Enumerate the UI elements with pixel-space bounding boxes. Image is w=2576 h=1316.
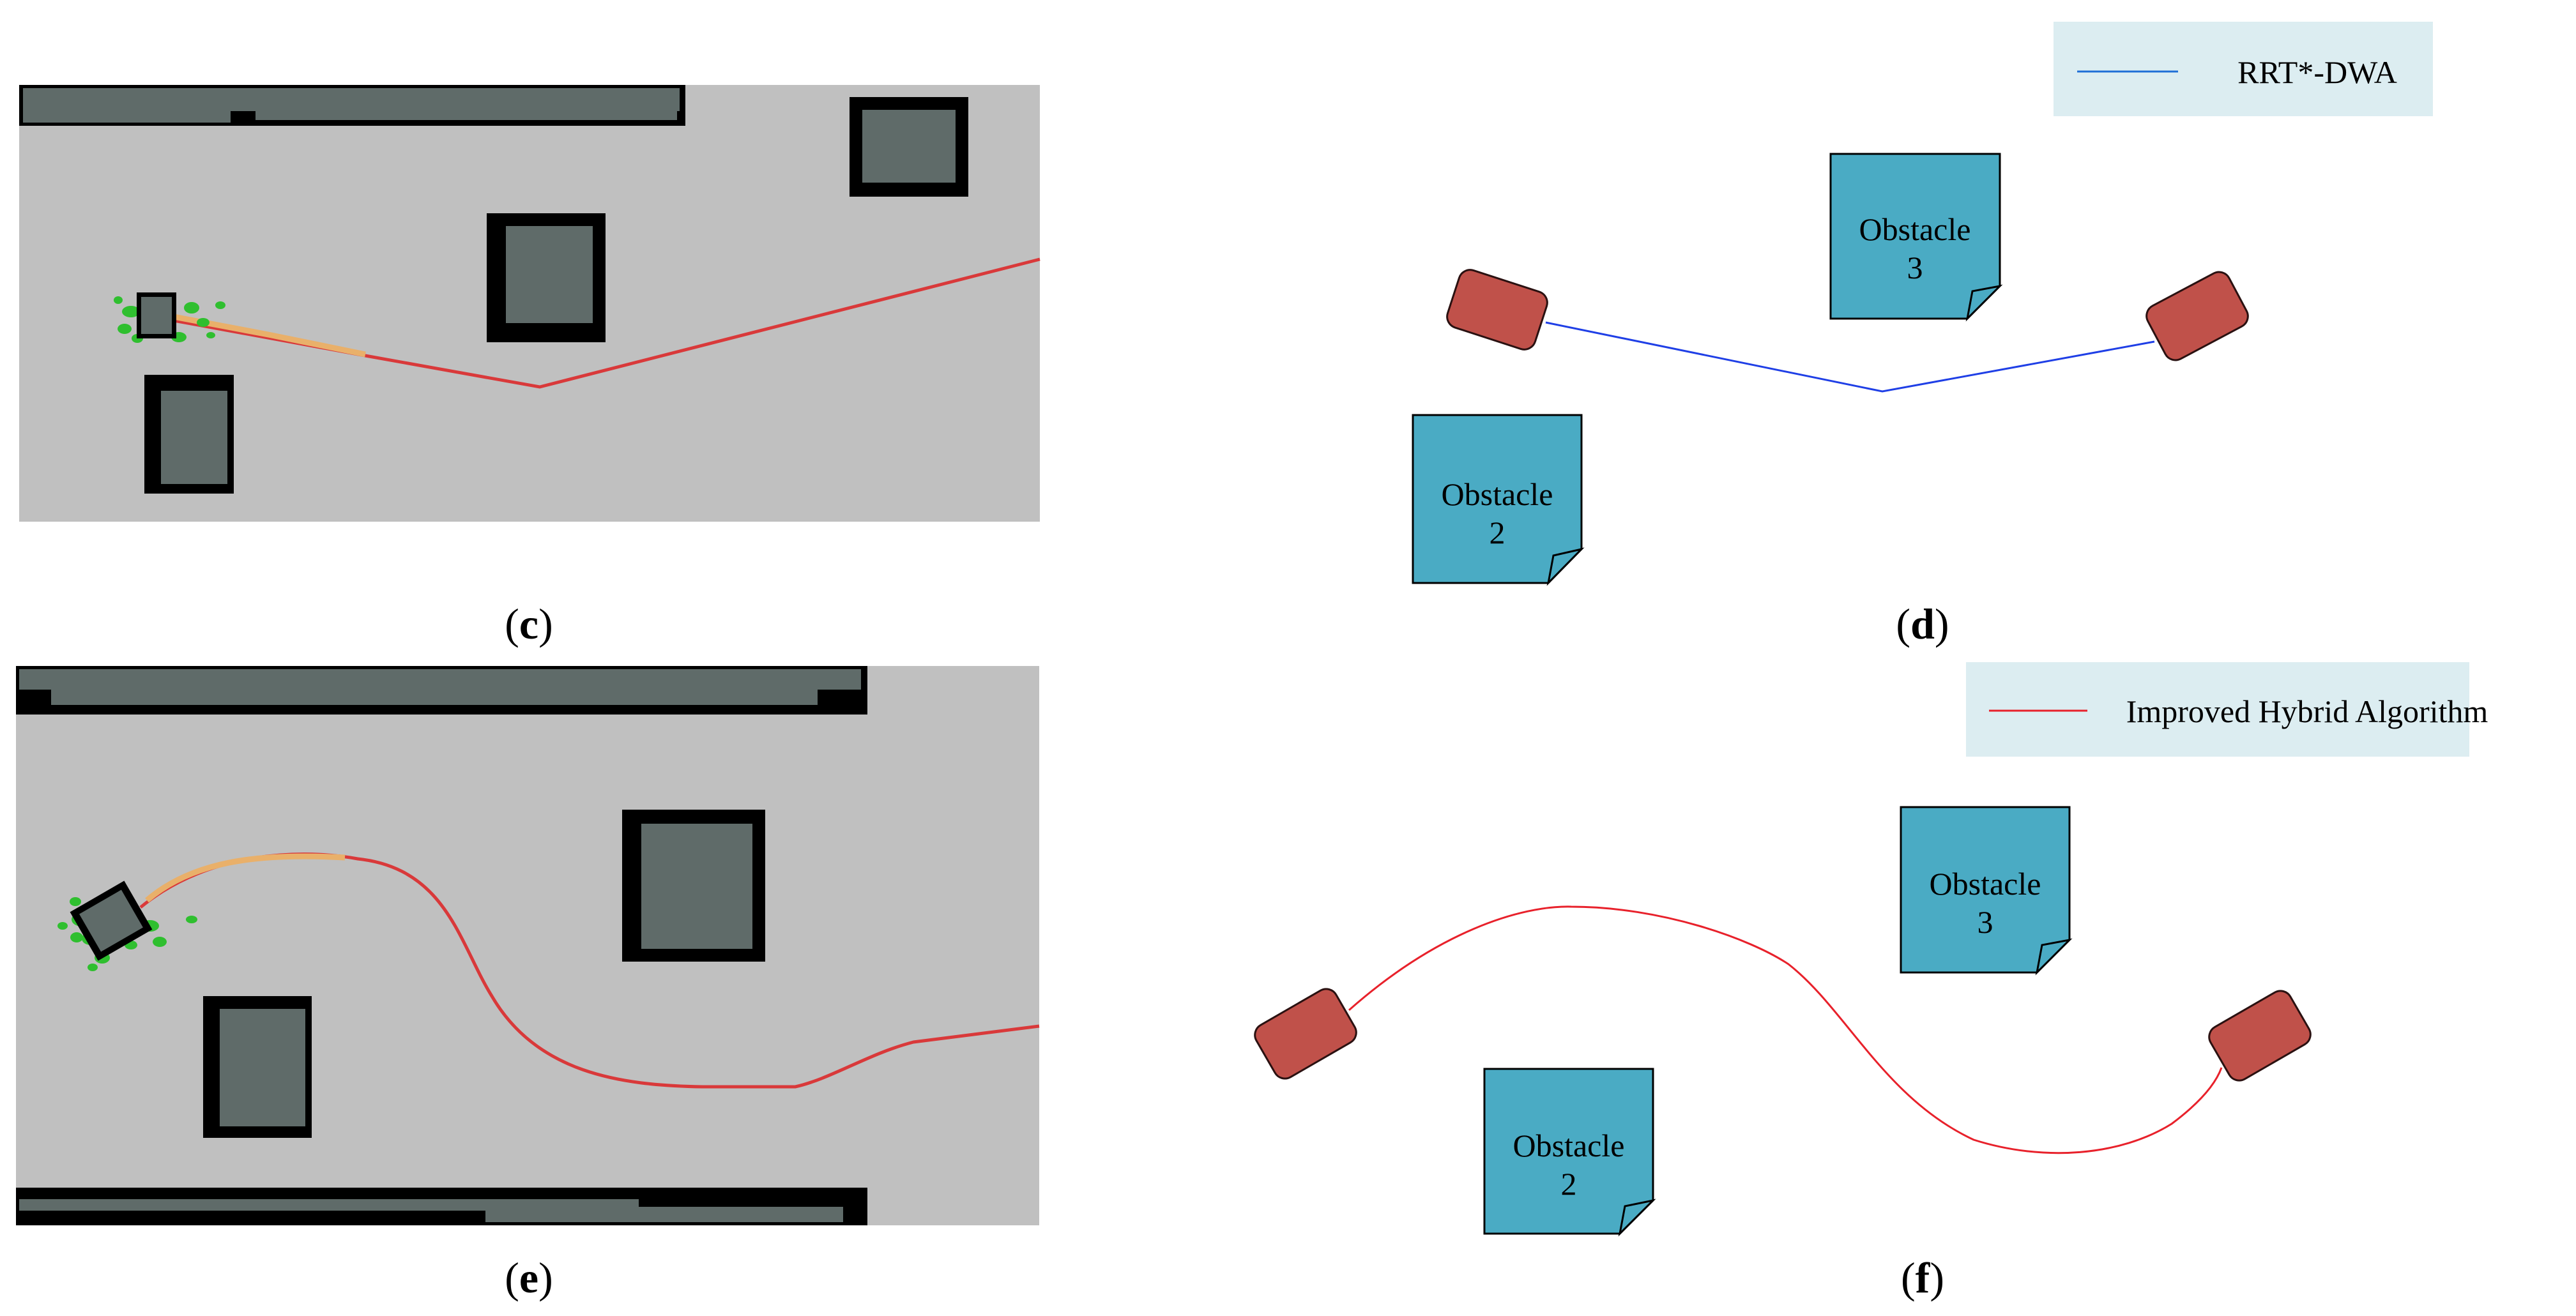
vehicle-start: [1446, 269, 1548, 351]
obstacle-3-number: 3: [1978, 904, 1993, 940]
obstacle-2-label: Obstacle: [1513, 1128, 1625, 1163]
map-wall-top: [19, 85, 685, 126]
map-obstacle: [850, 97, 968, 197]
map-obstacle: [622, 810, 765, 962]
caption-e-letter: e: [519, 1253, 538, 1302]
legend-box: [2054, 22, 2433, 116]
obstacle-2-label: Obstacle: [1442, 476, 1553, 512]
legend-label-rrt-dwa: RRT*-DWA: [2237, 54, 2397, 90]
legend-label-improved-hybrid: Improved Hybrid Algorithm: [2126, 693, 2488, 729]
obstacle-3-shape: Obstacle 3: [1900, 806, 2073, 976]
caption-d-letter: d: [1910, 600, 1935, 648]
panel-d-diagram: RRT*-DWA Obstacle 3 Obstacle 2: [1412, 22, 2433, 586]
map-obstacle: [487, 213, 606, 342]
vehicle-start: [1254, 988, 1357, 1080]
obstacle-3-label: Obstacle: [1859, 211, 1971, 247]
obstacle-3-number: 3: [1907, 250, 1923, 285]
panel-c-map: [19, 85, 1040, 522]
path-improved-hybrid: [1348, 905, 2223, 1154]
caption-d: (d): [1896, 600, 1949, 648]
obstacle-3-label: Obstacle: [1930, 866, 2041, 902]
vehicle-goal: [2208, 990, 2312, 1082]
vehicle-goal: [2145, 271, 2249, 361]
map-wall-top: [16, 666, 867, 715]
panel-e-map: [16, 666, 1040, 1225]
robot-marker: [70, 881, 153, 961]
caption-f-letter: f: [1916, 1253, 1931, 1302]
legend-d: RRT*-DWA: [2054, 22, 2433, 116]
map-global-path: [173, 257, 1040, 389]
path-rrt-dwa: [1545, 321, 2155, 393]
obstacle-2-shape: Obstacle 2: [1483, 1068, 1656, 1237]
map-wall-bottom: [16, 1188, 867, 1225]
caption-e: (e): [505, 1253, 553, 1302]
robot-marker: [137, 292, 176, 338]
obstacle-2-shape: Obstacle 2: [1412, 414, 1585, 586]
legend-box: [1966, 662, 2469, 757]
caption-c: (c): [505, 600, 553, 648]
obstacle-2-number: 2: [1561, 1166, 1577, 1202]
obstacle-2-number: 2: [1490, 515, 1505, 550]
caption-f: (f): [1901, 1253, 1944, 1302]
map-obstacle: [203, 996, 312, 1138]
map-background: [16, 666, 1039, 1225]
caption-c-letter: c: [519, 600, 538, 648]
legend-f: Improved Hybrid Algorithm: [1966, 662, 2488, 757]
map-obstacle: [144, 375, 234, 494]
panel-f-diagram: Improved Hybrid Algorithm Obstacle 3 Obs…: [1254, 662, 2488, 1237]
obstacle-3-shape: Obstacle 3: [1829, 153, 2003, 322]
robot-particles: [114, 296, 225, 343]
map-local-path: [145, 853, 346, 903]
